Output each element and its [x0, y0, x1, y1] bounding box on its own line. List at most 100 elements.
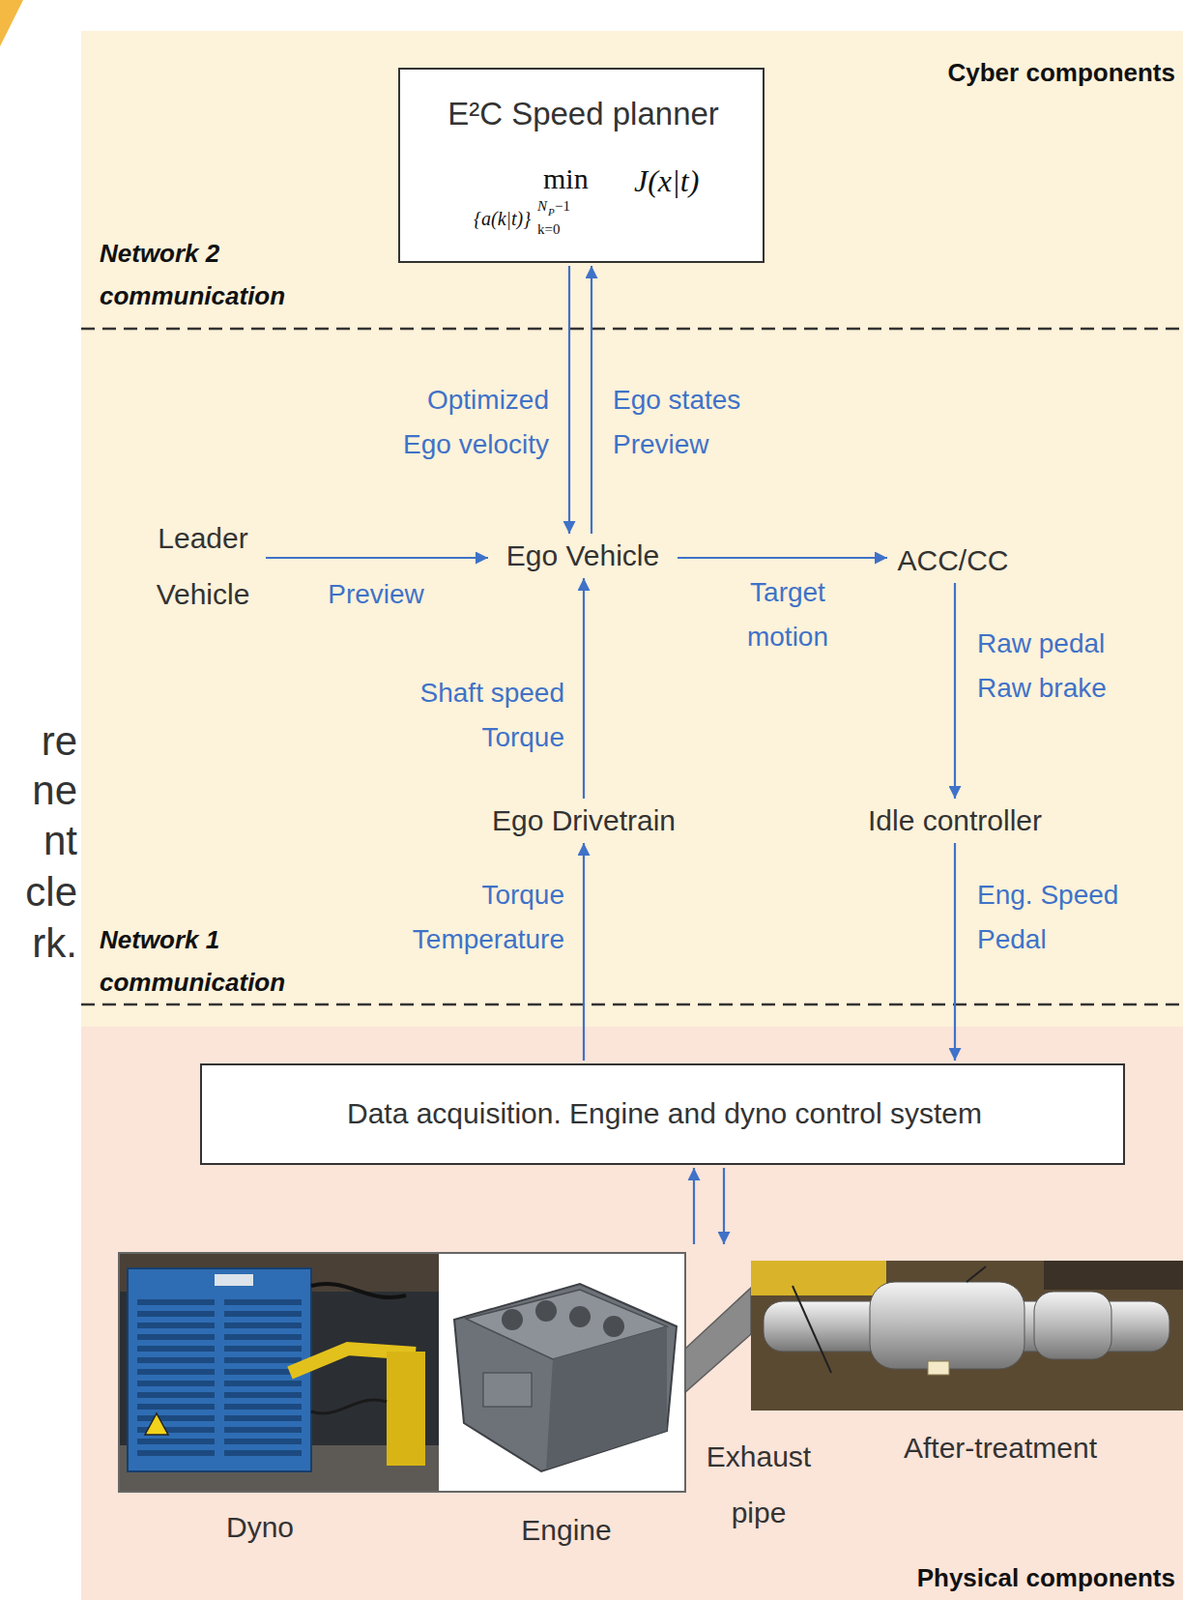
aftertreatment-can — [1034, 1291, 1112, 1359]
signal-arrow — [568, 265, 571, 534]
cylinder — [535, 1299, 557, 1322]
text-slot: Target motion — [739, 570, 837, 660]
cut-off-text: nt — [43, 817, 78, 864]
aftertreatment-photo — [750, 1260, 1183, 1411]
text-slot: Engine — [518, 1512, 615, 1548]
box-text: J(x|t) — [634, 163, 699, 199]
node-label: Ego Drivetrain — [491, 804, 676, 837]
aftertreatment-can — [869, 1281, 1025, 1369]
text-slot: Eng. Speed Pedal — [977, 872, 1132, 962]
text-slot: Network 2 communication — [99, 231, 313, 318]
dyno-photo — [118, 1252, 439, 1492]
box-text: k=0 — [537, 221, 560, 237]
signal-arrow — [590, 265, 593, 534]
signal-label: Target motion — [747, 577, 829, 652]
drivetrain-node: Ego Drivetrain — [477, 801, 691, 840]
signal-label: Optimized Ego velocity — [403, 384, 549, 460]
signal-arrow — [953, 842, 956, 1061]
box-text: min — [543, 162, 589, 195]
dyno-cabinet — [127, 1268, 312, 1472]
photo-caption: Exhaust pipe — [706, 1440, 811, 1529]
text-slot: Data acquisition. Engine and dyno contro… — [201, 1094, 1127, 1133]
dyno-stand — [386, 1351, 426, 1466]
text-slot: Dyno — [211, 1509, 309, 1545]
text-slot: J(x|t) — [634, 164, 699, 198]
cylinder — [569, 1305, 591, 1328]
cylinder — [501, 1308, 523, 1330]
controller-node: ACC/CC — [890, 541, 1016, 580]
text-slot: Ego Vehicle — [490, 536, 675, 576]
text-slot: min — [543, 162, 589, 196]
cabinet-plate — [214, 1273, 254, 1286]
cut-off-text: ne — [31, 767, 78, 813]
cable — [311, 1399, 387, 1414]
photo-ground — [438, 1252, 686, 1492]
photo-structure — [750, 1260, 887, 1296]
text-slot: −1 — [554, 197, 571, 215]
photo-caption: Engine — [520, 1513, 611, 1546]
box-text: N — [537, 198, 548, 214]
text-slot: Idle controller — [858, 801, 1052, 840]
vehicle-node: Ego Vehicle — [490, 536, 675, 576]
band-title: Physical components — [917, 1562, 1176, 1592]
text-slot: Physical components — [854, 1560, 1176, 1594]
text-slot: Torque Temperature — [400, 872, 565, 962]
corner-accent — [0, 0, 24, 47]
cut-off-text: re — [41, 718, 78, 764]
engine-block — [454, 1283, 677, 1472]
signal-arrow — [582, 577, 585, 799]
box-text: P — [548, 205, 555, 218]
photo-ground — [750, 1260, 1183, 1411]
network-label: Network 2 communication — [99, 238, 286, 311]
photo-ground — [118, 1252, 439, 1492]
text-slot: rk. — [0, 919, 78, 968]
box-text: Data acquisition. Engine and dyno contro… — [346, 1096, 982, 1129]
cylinder — [603, 1315, 625, 1337]
text-slot: Leader Vehicle — [143, 510, 263, 623]
text-slot: ne — [0, 766, 78, 815]
signal-arrow — [722, 1167, 725, 1244]
photo-frame — [118, 1252, 686, 1492]
signal-label: Preview — [327, 578, 425, 609]
text-slot: Preview — [303, 572, 449, 617]
network-divider — [81, 327, 1183, 331]
cable — [311, 1283, 406, 1298]
text-slot: Cyber components — [854, 56, 1176, 89]
signal-arrow — [677, 556, 888, 559]
text-slot: k=0 — [537, 220, 560, 238]
signal-arrow — [692, 1167, 695, 1244]
cabinet-vent — [137, 1295, 215, 1460]
text-slot: Network 1 communication — [99, 918, 313, 1004]
band-title: Cyber components — [948, 57, 1177, 87]
wire — [792, 1285, 832, 1373]
signal-arrow — [265, 556, 489, 559]
signal-arrow — [953, 582, 956, 799]
box-text: E²C Speed planner — [447, 95, 720, 132]
photo-caption: Dyno — [226, 1510, 294, 1543]
box-text: {a(k|t)} — [473, 207, 531, 230]
vehicle-node: Leader Vehicle — [143, 510, 263, 623]
node-label: Idle controller — [867, 804, 1042, 837]
engine-part — [483, 1372, 532, 1407]
photo-structure — [1043, 1260, 1183, 1290]
planner-box: E²C Speed planner min {a(k|t)} k=0 NP−1 J(x|t… — [398, 67, 765, 263]
controller-node: Idle controller — [858, 801, 1052, 840]
text-slot: nt — [0, 816, 78, 866]
text-slot: Ego states Preview — [612, 377, 749, 467]
text-slot: Optimized Ego velocity — [389, 377, 549, 467]
text-slot: cle — [0, 867, 78, 917]
node-label: ACC/CC — [896, 544, 1009, 577]
signal-label: Raw pedal Raw brake — [977, 628, 1107, 703]
signal-label: Ego states Preview — [612, 384, 741, 460]
engine-side — [546, 1326, 667, 1470]
box-text: −1 — [554, 198, 571, 214]
signal-label: Eng. Speed Pedal — [977, 879, 1119, 954]
network-divider — [81, 1003, 1183, 1007]
exhaust-pipe — [685, 1287, 751, 1392]
tag — [927, 1360, 950, 1375]
text-slot: Ego Drivetrain — [477, 801, 691, 840]
text-slot: P — [548, 204, 555, 219]
cut-off-text: cle — [25, 868, 78, 915]
text-slot: E²C Speed planner — [400, 94, 767, 134]
